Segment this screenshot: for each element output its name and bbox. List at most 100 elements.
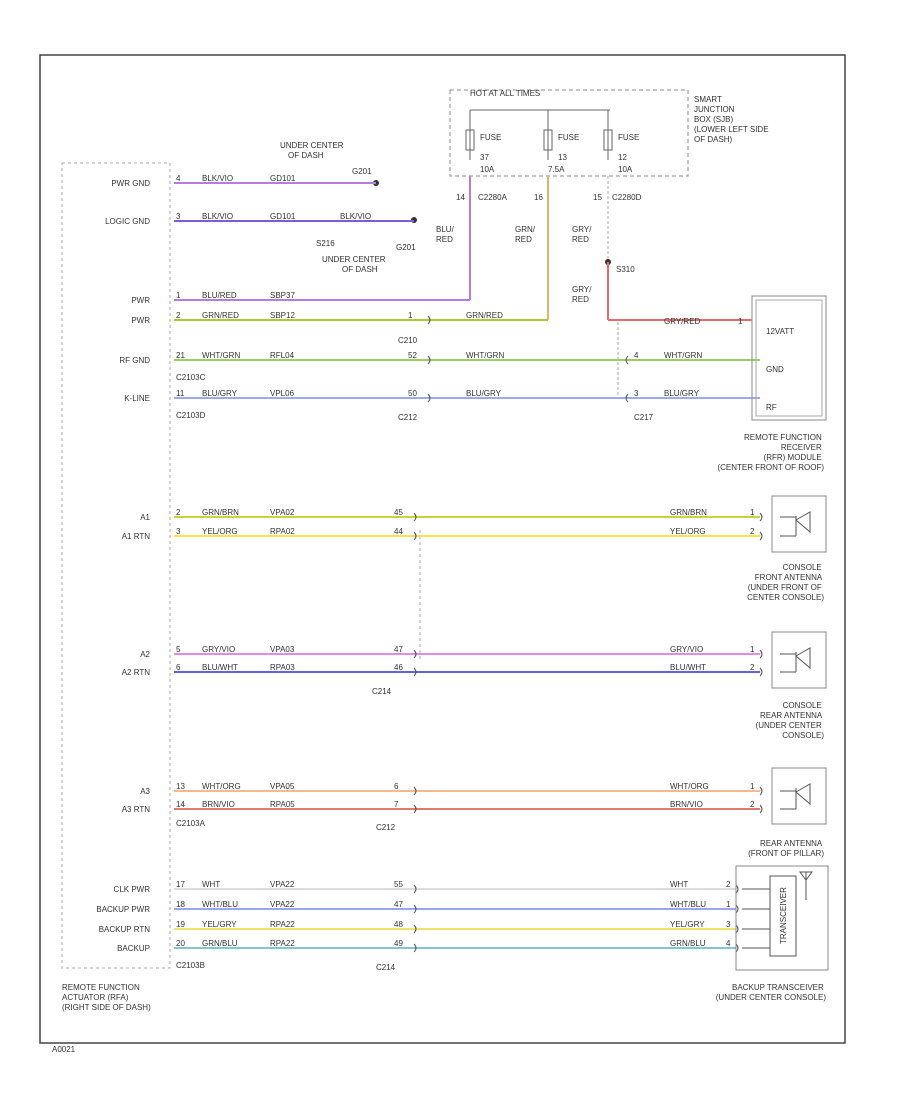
pin-label-a2-rtn: A2 RTN xyxy=(122,668,151,677)
svg-text:G201: G201 xyxy=(352,167,372,176)
pin-number-a3: 13 xyxy=(176,782,185,791)
wire-color-a3-rtn: BRN/VIO xyxy=(202,800,235,809)
inline-connector-a3 xyxy=(413,786,417,796)
pin-number-a2-rtn: 6 xyxy=(176,663,181,672)
svg-text:C212: C212 xyxy=(398,413,418,422)
wire-color-backup-pwr: WHT/BLU xyxy=(202,900,238,909)
wire-color-2-pwr2: GRN/RED xyxy=(466,311,503,320)
pin-label-backup-rtn: BACKUP RTN xyxy=(99,925,150,934)
svg-text:16: 16 xyxy=(534,193,543,202)
console-rear-antenna: CONSOLE REAR ANTENNA (UNDER CENTER CONSO… xyxy=(756,631,827,740)
svg-text:GND: GND xyxy=(766,365,784,374)
svg-text:C2103A: C2103A xyxy=(176,819,206,828)
wire-color-a2: GRY/VIO xyxy=(202,645,235,654)
end-pin-a3-rtn: 2 xyxy=(750,800,755,809)
circuit-rf-gnd: RFL04 xyxy=(270,351,295,360)
circuit-a2: VPA03 xyxy=(270,645,295,654)
wire-color-pwr-gnd: BLK/VIO xyxy=(202,174,233,183)
console-rear-label: CONSOLE REAR ANTENNA (UNDER CENTER CONSO… xyxy=(756,701,825,740)
pin-label-a3-rtn: A3 RTN xyxy=(122,805,151,814)
rear-antenna: REAR ANTENNA (FRONT OF PILLAR) xyxy=(748,767,827,858)
circuit-logic-gnd: GD101 xyxy=(270,212,296,221)
svg-text:C212: C212 xyxy=(376,823,396,832)
circuit-a3: VPA05 xyxy=(270,782,295,791)
svg-text:FUSE: FUSE xyxy=(558,133,579,142)
end-pin-clk-pwr: 2 xyxy=(726,880,731,889)
end-pin-a3: 1 xyxy=(750,782,755,791)
inline-connector-backup-pwr xyxy=(413,904,417,914)
conn-pin-backup: 49 xyxy=(394,939,403,948)
pin-number-pwr2: 2 xyxy=(176,311,181,320)
pin-label-a2: A2 xyxy=(140,650,150,659)
pin-number-backup: 20 xyxy=(176,939,185,948)
wire-color-a1-rtn: YEL/ORG xyxy=(202,527,238,536)
svg-text:C2103D: C2103D xyxy=(176,411,206,420)
svg-text:7.5A: 7.5A xyxy=(548,165,565,174)
fuse-37: FUSE 37 10A xyxy=(465,110,501,174)
svg-text:C2103C: C2103C xyxy=(176,373,206,382)
conn-pin-k-line: 50 xyxy=(408,389,417,398)
remote-function-receiver: 12VATT GND RF REMOTE FUNCTION RECEIVER (… xyxy=(717,295,827,472)
circuit-a1-rtn: RPA02 xyxy=(270,527,295,536)
inline-connector-backup xyxy=(413,943,417,953)
pin-number-a1-rtn: 3 xyxy=(176,527,181,536)
svg-text:13: 13 xyxy=(558,153,567,162)
circuit-backup-rtn: RPA22 xyxy=(270,920,295,929)
c217-pin-k-line: 3 xyxy=(634,389,639,398)
end-pin-backup-pwr: 1 xyxy=(726,900,731,909)
svg-text:TRANSCEIVER: TRANSCEIVER xyxy=(779,887,788,944)
wire-color-2-backup-rtn: YEL/GRY xyxy=(670,920,705,929)
fuse-box: HOT AT ALL TIMES SMART JUNCTION BOX (SJB… xyxy=(449,89,769,202)
circuit-a2-rtn: RPA03 xyxy=(270,663,295,672)
pin-number-pwr1: 1 xyxy=(176,291,181,300)
pin-number-logic-gnd: 3 xyxy=(176,212,181,221)
wire-color-2-logic-gnd: BLK/VIO xyxy=(340,212,371,221)
inline-connector-a2 xyxy=(413,649,417,659)
conn-pin-a3-rtn: 7 xyxy=(394,800,399,809)
wire-color-k-line: BLU/GRY xyxy=(202,389,238,398)
wire-color-2-a3: WHT/ORG xyxy=(670,782,709,791)
c217-pin-rf-gnd: 4 xyxy=(634,351,639,360)
end-pin-a2: 1 xyxy=(750,645,755,654)
wire-color-a2-rtn: BLU/WHT xyxy=(202,663,238,672)
wire-color-2-a2: GRY/VIO xyxy=(670,645,703,654)
end-pin-a1: 1 xyxy=(750,508,755,517)
svg-text:C2103B: C2103B xyxy=(176,961,205,970)
backup-transceiver: TRANSCEIVER BACKUP TRANSCEIVER (UNDER CE… xyxy=(716,865,829,1002)
wire-color-a1: GRN/BRN xyxy=(202,508,239,517)
wire-color-pwr1: BLU/RED xyxy=(202,291,237,300)
wire-color-2-a1: GRN/BRN xyxy=(670,508,707,517)
wire-color-2-backup-pwr: WHT/BLU xyxy=(670,900,706,909)
inline-connector-a1-rtn xyxy=(413,531,417,541)
wire-color-pwr2: GRN/RED xyxy=(202,311,239,320)
wire-color-a3: WHT/ORG xyxy=(202,782,241,791)
pin-label-backup: BACKUP xyxy=(117,944,150,953)
svg-text:FUSE: FUSE xyxy=(618,133,639,142)
svg-text:10A: 10A xyxy=(480,165,495,174)
fuse-13: FUSE 13 7.5A xyxy=(543,110,579,174)
circuit-pwr2: SBP12 xyxy=(270,311,295,320)
pin-label-a1: A1 xyxy=(140,513,150,522)
circuit-pwr1: SBP37 xyxy=(270,291,295,300)
rfa-module-outline xyxy=(61,162,171,969)
svg-text:12VATT: 12VATT xyxy=(766,327,794,336)
circuit-k-line: VPL06 xyxy=(270,389,295,398)
inline-connector-k-line xyxy=(427,393,431,403)
circuit-pwr-gnd: GD101 xyxy=(270,174,296,183)
inline-connector-pwr2 xyxy=(427,315,431,325)
wire-label-grn-red: GRN/RED xyxy=(515,225,536,244)
svg-text:C210: C210 xyxy=(398,336,418,345)
inline-connector-a2-rtn xyxy=(413,667,417,677)
svg-text:15: 15 xyxy=(593,193,602,202)
